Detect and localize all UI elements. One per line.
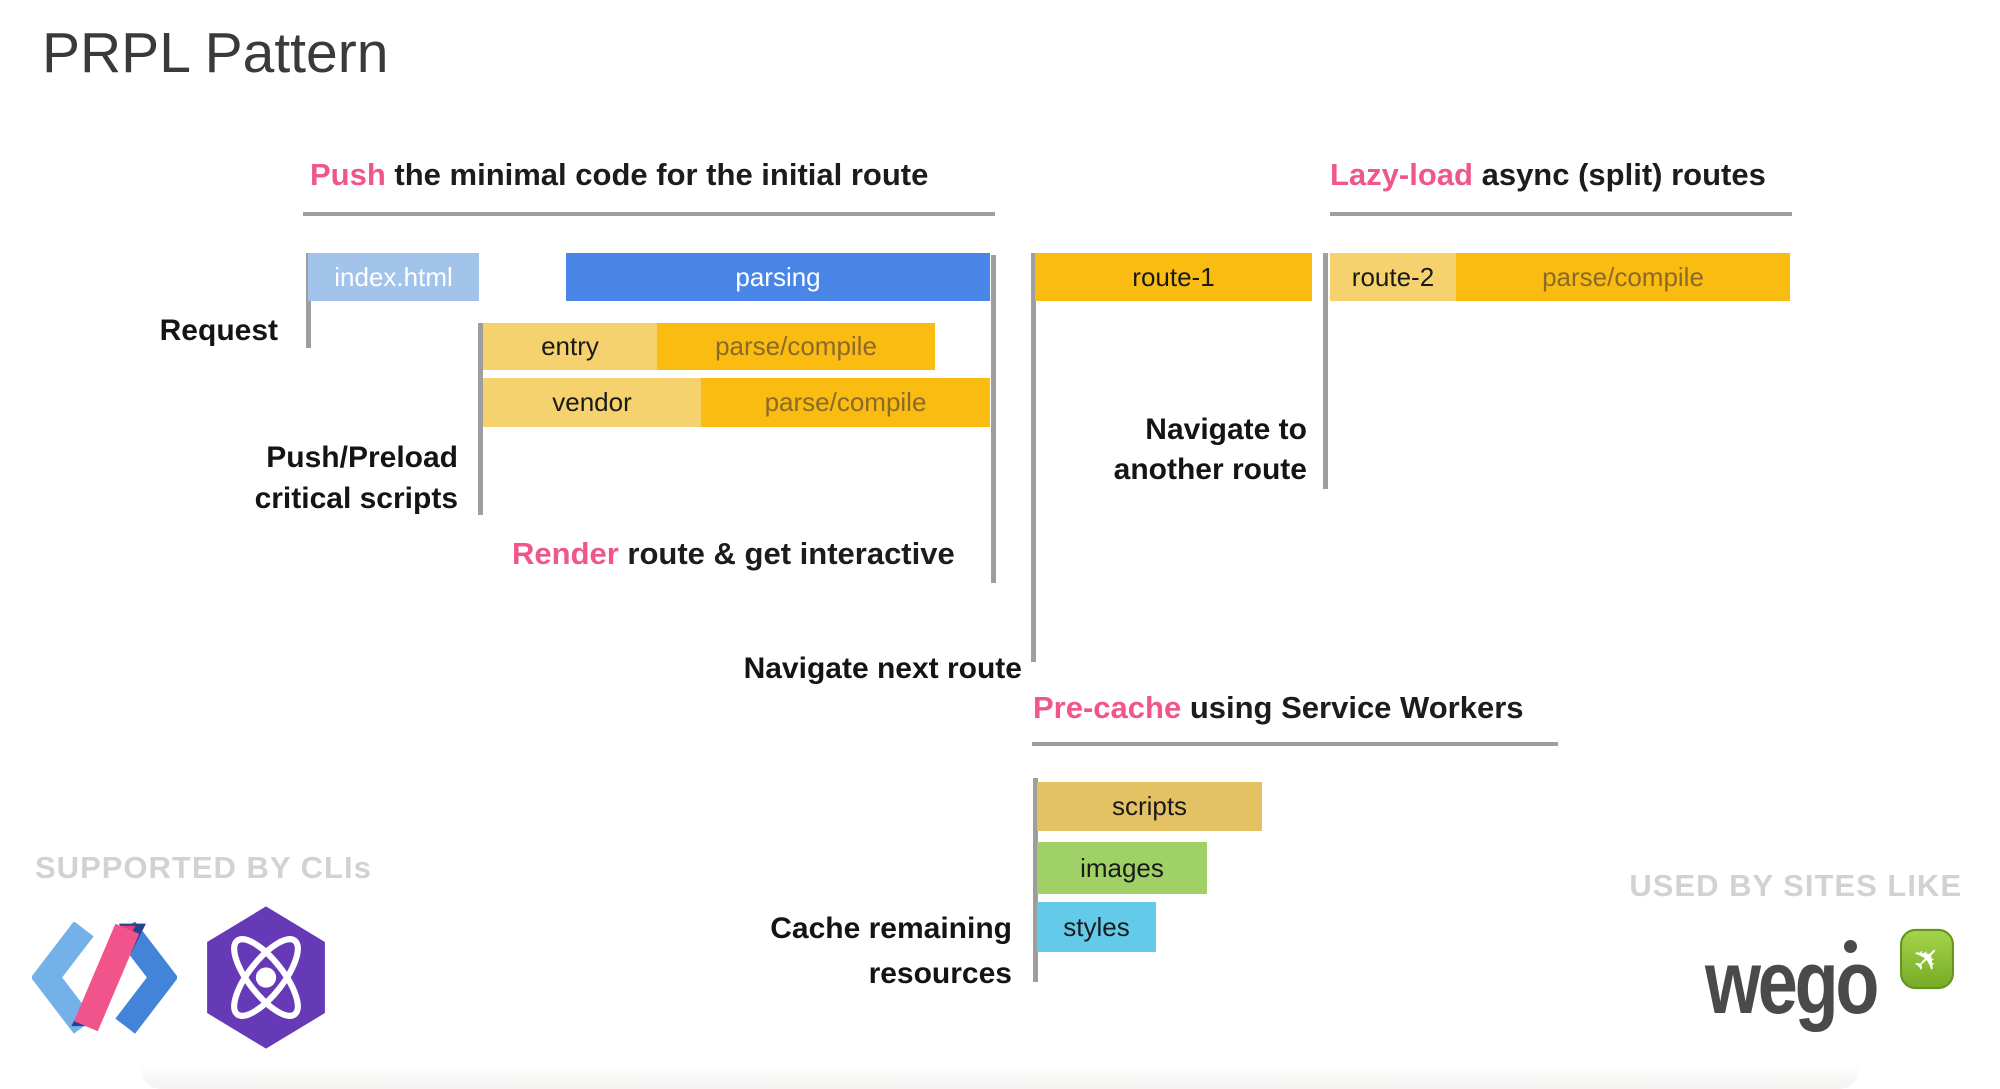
pre-cache-timeline-line <box>1033 778 1038 982</box>
wego-plane-icon: ✈ <box>1900 928 1954 990</box>
heading-lazy-load-rest: async (split) routes <box>1472 157 1766 192</box>
supported-by-clis-label: SUPPORTED BY CLIs <box>35 850 372 885</box>
heading-lazy-load-highlight: Lazy-load <box>1330 157 1473 192</box>
navigate-another-timeline-line <box>1323 253 1328 489</box>
wego-logo-dot <box>1844 940 1857 953</box>
bar-route-1: route-1 <box>1035 253 1312 301</box>
polymer-logo <box>32 922 177 1034</box>
navigate-next-label: Navigate next route <box>743 652 1022 685</box>
push-preload-timeline-line <box>478 323 483 515</box>
used-by-sites-label: USED BY SITES LIKE <box>1629 868 1962 903</box>
cache-remaining-label: Cache remaining resources <box>770 906 1012 996</box>
bar-route-2: route-2 <box>1330 253 1456 301</box>
push-underline <box>303 212 995 216</box>
cache-remaining-label-line2: resources <box>868 957 1012 990</box>
preact-logo <box>207 906 325 1049</box>
bar-parsing: parsing <box>566 253 990 301</box>
heading-render: Render route & get interactive <box>512 536 955 572</box>
page-title: PRPL Pattern <box>42 21 389 85</box>
navigate-another-label-line1: Navigate to <box>1145 413 1307 446</box>
bar-styles: styles <box>1037 902 1156 952</box>
pre-cache-underline <box>1032 742 1558 746</box>
push-preload-label-line2: critical scripts <box>254 482 458 515</box>
push-preload-label: Push/Preload critical scripts <box>255 437 458 519</box>
bar-route-2-parse-compile: parse/compile <box>1456 253 1790 301</box>
heading-lazy-load: Lazy-load async (split) routes <box>1330 157 1766 193</box>
navigate-another-label-line2: another route <box>1113 453 1307 486</box>
navigate-another-label: Navigate to another route <box>1114 410 1307 490</box>
bar-entry: entry <box>483 323 657 370</box>
slide-edge-shadow <box>140 1065 1860 1089</box>
heading-push-rest: the minimal code for the initial route <box>385 157 929 192</box>
bar-entry-parse-compile: parse/compile <box>657 323 935 370</box>
heading-render-rest: route & get interactive <box>618 536 955 571</box>
navigate-next-timeline-line <box>1031 253 1036 662</box>
render-timeline-line <box>991 255 996 583</box>
bar-index-html: index.html <box>308 253 479 301</box>
heading-pre-cache: Pre-cache using Service Workers <box>1033 690 1524 726</box>
request-label: Request <box>159 314 278 347</box>
heading-push: Push the minimal code for the initial ro… <box>310 157 928 193</box>
wego-logo-text: wego <box>1705 933 1879 1033</box>
bar-vendor-parse-compile: parse/compile <box>701 378 990 427</box>
lazy-load-underline <box>1330 212 1792 216</box>
bar-vendor: vendor <box>483 378 701 427</box>
heading-pre-cache-rest: using Service Workers <box>1181 690 1524 725</box>
cache-remaining-label-line1: Cache remaining <box>770 912 1012 945</box>
heading-pre-cache-highlight: Pre-cache <box>1033 690 1182 725</box>
bar-scripts: scripts <box>1037 782 1262 831</box>
heading-push-highlight: Push <box>310 157 386 192</box>
heading-render-highlight: Render <box>512 536 619 571</box>
push-preload-label-line1: Push/Preload <box>266 441 458 474</box>
bar-images: images <box>1037 842 1207 894</box>
